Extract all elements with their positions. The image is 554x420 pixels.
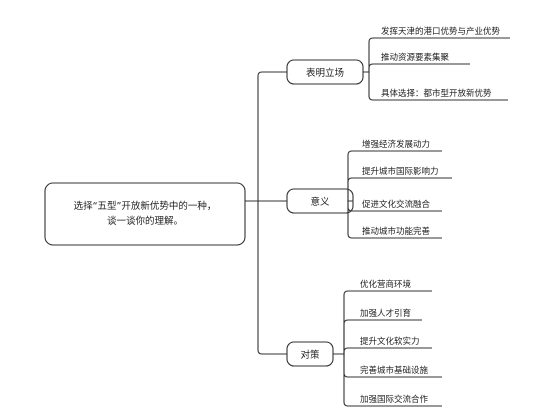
leaf-countermeasures-4[interactable]: 完善城市基础设施: [354, 365, 442, 378]
branch-stance[interactable]: 表明立场: [286, 59, 364, 85]
leaf-countermeasures-3[interactable]: 提升文化软实力: [354, 336, 432, 349]
connector-stance-leaf-2: [363, 63, 377, 73]
connector-countermeasures-leaf-1: [333, 290, 354, 355]
leaf-significance-2[interactable]: 提升城市国际影响力: [358, 166, 452, 179]
branch-stance-label: 表明立场: [306, 67, 344, 79]
leaf-stance-1[interactable]: 发挥天津的港口优势与产业优势: [377, 26, 510, 39]
leaf-significance-1-text: 增强经济发展动力: [362, 139, 430, 150]
connector-significance-leaf-1: [347, 150, 358, 202]
branch-countermeasures-label: 对策: [300, 349, 320, 361]
leaf-stance-2-text: 推动资源要素集聚: [381, 52, 450, 63]
root-node[interactable]: 选择“五型”开放新优势中的一种， 谈一谈你的理解。: [44, 182, 246, 246]
root-connectors: [245, 71, 287, 355]
leaf-countermeasures-1[interactable]: 优化营商环境: [354, 279, 432, 292]
branch-significance-label: 意义: [310, 196, 330, 208]
connector-countermeasures-leaf-2: [333, 319, 354, 355]
leaf-significance-4-text: 推动城市功能完善: [362, 226, 431, 237]
root-text-line-1: 选择“五型”开放新优势中的一种，: [74, 200, 217, 212]
leaf-significance-3-text: 促进文化交流融合: [362, 199, 431, 210]
connector-root-to-branch-1: [245, 71, 287, 202]
branch-significance-connectors: [347, 150, 358, 239]
leaf-countermeasures-4-text: 完善城市基础设施: [360, 365, 429, 376]
leaf-countermeasures-5-text: 加强国际交流合作: [360, 394, 429, 405]
connector-stance-leaf-3: [363, 71, 377, 101]
leaf-significance-2-text: 提升城市国际影响力: [362, 166, 439, 177]
root-text-line-2: 谈一谈你的理解。: [107, 215, 183, 227]
connector-stance-leaf-1: [363, 37, 377, 73]
leaf-countermeasures-1-text: 优化营商环境: [360, 279, 412, 290]
connector-significance-leaf-4: [347, 200, 358, 239]
connector-root-to-branch-3: [245, 200, 287, 355]
leaf-stance-2[interactable]: 推动资源要素集聚: [377, 52, 470, 65]
leaf-countermeasures-2-text: 加强人才引育: [360, 308, 411, 319]
leaf-stance-1-text: 发挥天津的港口优势与产业优势: [381, 26, 501, 37]
leaf-countermeasures-3-text: 提升文化软实力: [360, 336, 420, 347]
leaf-countermeasures-2[interactable]: 加强人才引育: [354, 308, 422, 321]
connector-countermeasures-leaf-5: [333, 353, 354, 407]
leaf-significance-3[interactable]: 促进文化交流融合: [358, 199, 442, 212]
leaf-stance-3-text: 具体选择：都市型开放新优势: [381, 88, 492, 99]
root-node-box: [44, 182, 246, 246]
leaf-significance-4[interactable]: 推动城市功能完善: [358, 226, 442, 239]
leaf-significance-1[interactable]: 增强经济发展动力: [358, 139, 442, 152]
connector-countermeasures-leaf-3: [333, 347, 354, 355]
leaf-stance-3[interactable]: 具体选择：都市型开放新优势: [377, 88, 508, 101]
connector-significance-leaf-2: [347, 177, 358, 202]
branch-countermeasures-connectors: [333, 290, 354, 407]
branch-stance-connectors: [363, 37, 377, 101]
branch-significance[interactable]: 意义: [286, 188, 354, 214]
leaf-countermeasures-5[interactable]: 加强国际交流合作: [354, 394, 442, 407]
branch-countermeasures[interactable]: 对策: [286, 341, 334, 367]
